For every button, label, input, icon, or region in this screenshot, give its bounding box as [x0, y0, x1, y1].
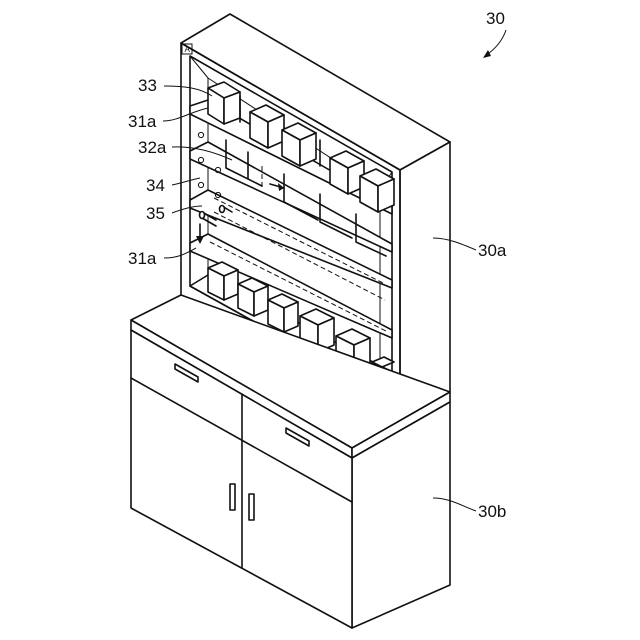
- box: [238, 278, 268, 316]
- upper-cabinet-side: [400, 142, 450, 412]
- box: [250, 105, 284, 148]
- box: [208, 82, 240, 124]
- box: [282, 123, 316, 166]
- box: [360, 169, 394, 212]
- label-lower-cabinet: 30b: [478, 502, 506, 521]
- label-box: 33: [138, 76, 157, 95]
- box: [330, 151, 364, 194]
- corner-mark: A: [185, 45, 191, 54]
- box: [208, 262, 238, 300]
- label-figure-number: 30: [486, 9, 505, 28]
- left-door-handle: [230, 484, 235, 510]
- label-shelf-upper: 31a: [128, 112, 157, 131]
- label-partition: 32a: [138, 138, 167, 157]
- label-pin-holes: 34: [146, 176, 165, 195]
- box: [268, 294, 298, 332]
- label-upper-cabinet: 30a: [478, 241, 507, 260]
- label-shelf-lower: 31a: [128, 249, 157, 268]
- right-door-handle: [249, 494, 254, 520]
- label-pin: 35: [146, 204, 165, 223]
